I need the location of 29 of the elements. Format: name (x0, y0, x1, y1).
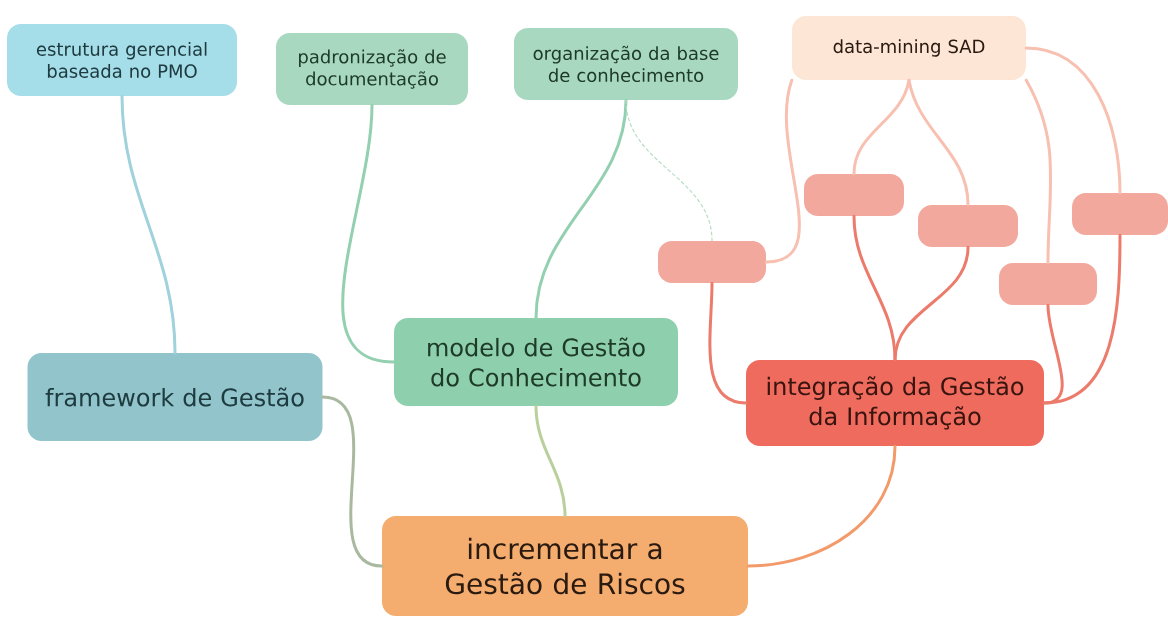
connector-line (708, 281, 748, 405)
connector-line (341, 103, 396, 364)
topic-box: modelo de Gestão do Conhecimento (394, 318, 678, 406)
connector-line (120, 94, 177, 355)
connector-line (764, 78, 801, 264)
topic-box (999, 263, 1097, 305)
connector-line (1042, 233, 1122, 405)
topic-box: organização da base de conhecimento (514, 28, 738, 100)
connector-line (321, 395, 384, 568)
connector-line (852, 214, 897, 362)
topic-box: framework de Gestão (27, 353, 323, 441)
topic-box: estrutura gerencial baseada no PMO (7, 24, 237, 96)
connector-line (625, 99, 713, 242)
topic-box (658, 241, 766, 283)
connector-line (852, 78, 911, 176)
connector-line (893, 245, 970, 362)
connector-line (534, 404, 567, 518)
connector-line (1024, 46, 1122, 195)
connector-line (534, 98, 628, 320)
topic-box (1072, 193, 1168, 235)
topic-box (804, 174, 904, 216)
connector-line (907, 78, 970, 207)
topic-box: incrementar a Gestão de Riscos (382, 516, 748, 616)
topic-box (918, 205, 1018, 247)
connector-line (1024, 78, 1053, 265)
topic-box: data-mining SAD (792, 16, 1026, 80)
topic-box: padronização de documentação (276, 33, 468, 105)
topic-box: integração da Gestão da Informação (746, 360, 1044, 446)
connector-line (746, 444, 897, 568)
